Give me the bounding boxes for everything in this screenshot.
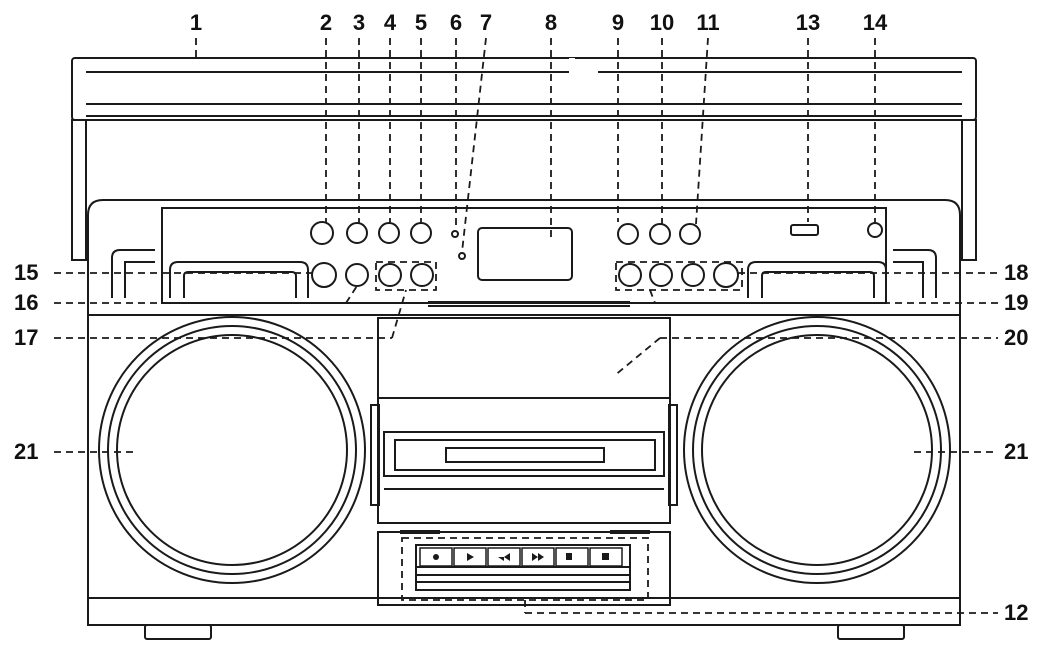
callout-5: 5: [414, 10, 428, 35]
callout-11: 11: [696, 10, 720, 35]
carry-handle: [71, 57, 977, 261]
record-key[interactable]: [419, 547, 453, 567]
knob-19c[interactable]: [681, 263, 705, 287]
stop-eject-key[interactable]: [555, 547, 589, 567]
left-grip: [111, 249, 309, 298]
stop-eject-icon: [566, 553, 572, 560]
headphone-jack[interactable]: [867, 222, 883, 238]
knob-5[interactable]: [410, 222, 432, 244]
rewind-key[interactable]: [487, 547, 521, 567]
callout-7: 7: [479, 10, 493, 35]
callout-14: 14: [862, 10, 888, 35]
callout-3: 3: [352, 10, 366, 35]
knob-19b[interactable]: [649, 263, 673, 287]
pause-key[interactable]: [589, 547, 623, 567]
display-window: [477, 227, 573, 281]
callout-2: 2: [319, 10, 333, 35]
callout-19: 19: [1004, 290, 1029, 315]
knob-11[interactable]: [679, 223, 701, 245]
callout-20: 20: [1004, 325, 1029, 350]
knob-19a[interactable]: [618, 263, 642, 287]
pause-icon: [602, 553, 609, 560]
knob-15[interactable]: [311, 262, 337, 288]
callout-6: 6: [449, 10, 463, 35]
rewind-icon: [498, 553, 510, 561]
sensor-7: [458, 252, 466, 260]
knob-2[interactable]: [310, 221, 334, 245]
fast-forward-key[interactable]: [521, 547, 555, 567]
right-speaker: [683, 316, 951, 584]
right-grip: [747, 249, 937, 298]
control-panel: [161, 207, 887, 304]
callout-9: 9: [611, 10, 625, 35]
callout-8: 8: [544, 10, 558, 35]
right-foot: [837, 624, 905, 640]
knob-9[interactable]: [617, 223, 639, 245]
indicator-6: [451, 230, 459, 238]
knob-16[interactable]: [345, 263, 369, 287]
callout-17: 17: [14, 325, 39, 350]
knob-10[interactable]: [649, 223, 671, 245]
knob-17a[interactable]: [378, 263, 402, 287]
callout-4: 4: [383, 10, 397, 35]
play-icon: [467, 553, 474, 561]
knob-18[interactable]: [713, 262, 739, 288]
callout-21-left: 21: [14, 439, 39, 464]
callout-18: 18: [1004, 260, 1029, 285]
callout-16: 16: [14, 290, 39, 315]
fast-forward-icon: [532, 553, 544, 561]
usb-port[interactable]: [790, 224, 819, 236]
transport-keys: [377, 530, 671, 606]
main-body: [87, 199, 961, 626]
callout-10: 10: [649, 10, 675, 35]
left-foot: [144, 624, 212, 640]
knob-17b[interactable]: [410, 263, 434, 287]
callout-lines: [54, 37, 998, 614]
callout-15: 15: [14, 260, 39, 285]
knob-4[interactable]: [378, 222, 400, 244]
left-speaker: [98, 316, 366, 584]
knob-3[interactable]: [346, 222, 368, 244]
callout-1: 1: [189, 10, 203, 35]
callout-12: 12: [1004, 600, 1029, 625]
callout-13: 13: [795, 10, 821, 35]
cassette-keys: [419, 547, 623, 567]
record-icon: [433, 554, 439, 560]
callout-21-right: 21: [1004, 439, 1029, 464]
play-key[interactable]: [453, 547, 487, 567]
cassette-door[interactable]: [370, 317, 678, 524]
